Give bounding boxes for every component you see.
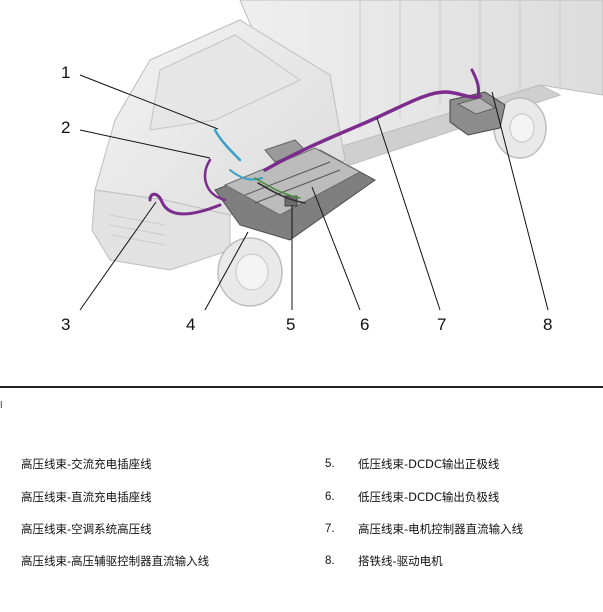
legend-num-7: 7.	[325, 523, 335, 535]
harness-lines	[148, 68, 482, 216]
legend-num-8: 8.	[325, 555, 335, 567]
legend-item-5: 低压线束-DCDC输出正极线	[358, 457, 500, 471]
legend-item-3: 高压线束-空调系统高压线	[21, 522, 152, 536]
callout-2: 2	[61, 118, 71, 137]
callout-1: 1	[61, 63, 71, 82]
legend-item-7: 高压线束-电机控制器直流输入线	[358, 522, 524, 536]
legend-num-5: 5.	[325, 458, 335, 470]
drive-motor	[449, 91, 506, 136]
legend-item-2: 高压线束-直流充电插座线	[21, 490, 152, 504]
callout-8: 8	[543, 315, 553, 334]
front-wheel	[217, 237, 283, 307]
callout-3: 3	[61, 315, 71, 334]
callout-6: 6	[360, 315, 370, 334]
callout-7: 7	[437, 315, 447, 334]
legend-item-1: 高压线束-交流充电插座线	[21, 457, 152, 471]
vehicle-harness-illustration	[79, 0, 603, 311]
battery-pack	[214, 139, 376, 241]
legend-divider	[0, 386, 603, 388]
legend-item-6: 低压线束-DCDC输出负极线	[358, 490, 500, 504]
leader-lines	[79, 74, 549, 311]
legend-heading-fragment: l	[0, 401, 3, 411]
legend-num-6: 6.	[325, 491, 335, 503]
rear-wheel	[493, 97, 547, 159]
callout-5: 5	[286, 315, 296, 334]
legend-item-4: 高压线束-高压辅驱控制器直流输入线	[21, 554, 210, 568]
callout-4: 4	[186, 315, 196, 334]
legend-item-8: 搭铁线-驱动电机	[358, 554, 443, 568]
